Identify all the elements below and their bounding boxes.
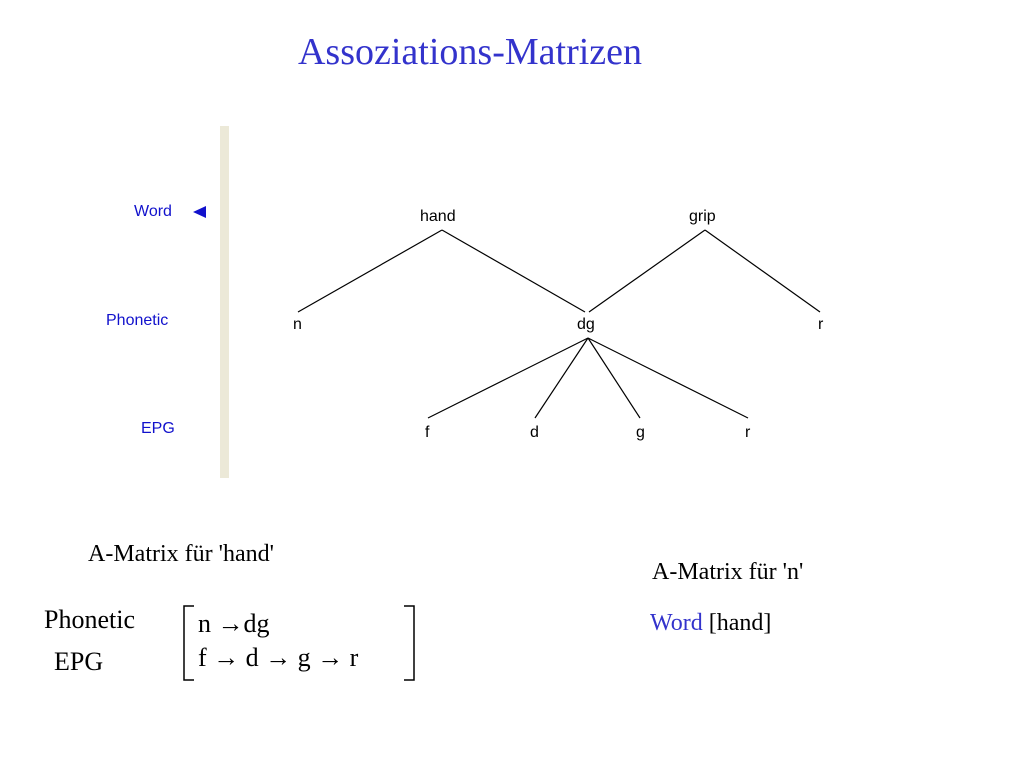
tier-label-phonetic[interactable]: Phonetic — [106, 312, 169, 329]
epg-node-r[interactable]: r — [745, 424, 751, 441]
link-hand-dg — [441, 229, 586, 313]
link-grip-r — [704, 229, 821, 313]
link-dg-r — [587, 337, 749, 419]
link-dg-g — [587, 337, 641, 419]
link-dg-d — [534, 337, 589, 419]
epg-node-f[interactable]: f — [425, 424, 430, 441]
matrix-hand-row-label-epg: EPG — [54, 647, 104, 676]
link-dg-f — [427, 337, 589, 419]
arrow-right-icon: → — [317, 643, 344, 672]
tier-label-word[interactable]: Word — [134, 203, 172, 220]
matrix-brackets — [183, 605, 415, 681]
arrow-right-icon: → — [217, 609, 244, 638]
cell: dg — [243, 609, 270, 638]
matrix-n-caption: A-Matrix für 'n' — [652, 559, 804, 585]
phonetic-node-r[interactable]: r — [818, 316, 824, 333]
triangle-left-icon[interactable] — [190, 204, 210, 220]
matrix-hand-row-phonetic: n →dg — [198, 609, 270, 639]
epg-node-g[interactable]: g — [636, 424, 645, 441]
cell: d — [245, 643, 259, 672]
cell: g — [297, 643, 311, 672]
matrix-n-label: Word — [650, 610, 703, 636]
word-node-hand[interactable]: hand — [420, 208, 456, 225]
page-title: Assoziations-Matrizen — [297, 31, 643, 73]
cell: r — [349, 643, 359, 672]
epg-node-d[interactable]: d — [530, 424, 539, 441]
arrow-right-icon: → — [213, 643, 240, 672]
arrow-right-icon: → — [265, 643, 292, 672]
matrix-n-value: [hand] — [708, 610, 772, 636]
cell: f — [198, 643, 207, 672]
cell: n — [198, 609, 211, 638]
matrix-hand-row-label-phonetic: Phonetic — [44, 605, 135, 634]
word-node-grip[interactable]: grip — [689, 208, 716, 225]
tier-divider — [220, 126, 229, 478]
link-hand-n — [297, 229, 443, 313]
phonetic-node-dg[interactable]: dg — [577, 316, 595, 333]
matrix-hand-caption: A-Matrix für 'hand' — [88, 541, 274, 567]
phonetic-node-n[interactable]: n — [293, 316, 302, 333]
matrix-hand-row-epg: f → d → g → r — [198, 643, 358, 673]
matrix-n-row: Word [hand] — [650, 610, 771, 637]
link-grip-dg — [588, 229, 706, 313]
tier-label-epg[interactable]: EPG — [141, 420, 175, 437]
